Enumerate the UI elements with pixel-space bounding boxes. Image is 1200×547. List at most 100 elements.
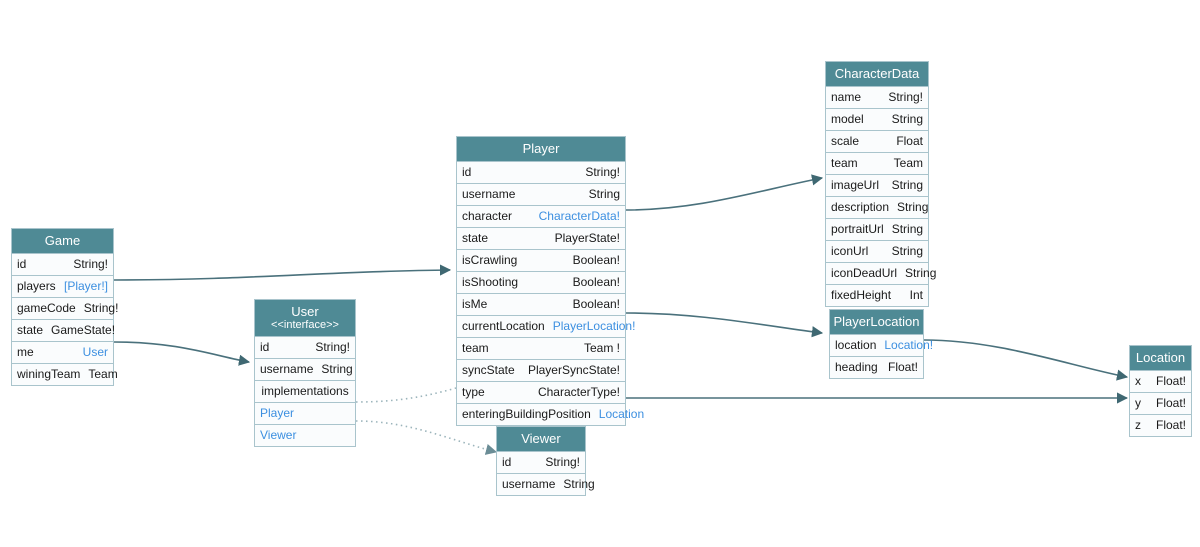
field-type: String! <box>83 301 119 315</box>
field-type: String! <box>315 340 350 354</box>
field-name: isMe <box>462 297 488 311</box>
field-name: me <box>17 345 34 359</box>
table-row[interactable]: name String! <box>826 87 928 109</box>
field-type[interactable]: [Player!] <box>63 279 108 293</box>
entity-user[interactable]: User <<interface>> id String! username S… <box>254 299 356 447</box>
table-row[interactable]: heading Float! <box>830 357 923 378</box>
table-row[interactable]: id String! <box>497 452 585 474</box>
table-row[interactable]: id String! <box>255 337 355 359</box>
table-row[interactable]: model String <box>826 109 928 131</box>
table-row[interactable]: players [Player!] <box>12 276 113 298</box>
field-name: y <box>1135 396 1141 410</box>
field-name: syncState <box>462 363 515 377</box>
entity-user-name: User <box>291 304 319 319</box>
field-name: players <box>17 279 56 293</box>
field-name: portraitUrl <box>831 222 884 236</box>
field-type: PlayerSyncState! <box>527 363 620 377</box>
entity-player-title: Player <box>457 137 625 162</box>
table-row[interactable]: gameCode String! <box>12 298 118 320</box>
field-type[interactable]: Location! <box>884 338 934 352</box>
table-row[interactable]: username String <box>497 474 595 495</box>
field-type: Float! <box>1155 418 1186 432</box>
table-row[interactable]: currentLocation PlayerLocation! <box>457 316 635 338</box>
entity-viewer[interactable]: Viewer id String! username String <box>496 426 595 496</box>
table-row[interactable]: team Team <box>826 153 928 175</box>
field-name: enteringBuildingPosition <box>462 407 591 421</box>
field-type: Team <box>88 367 118 381</box>
entity-character-data-title: CharacterData <box>826 62 928 87</box>
table-row[interactable]: x Float! <box>1130 371 1191 393</box>
implementation-item-viewer[interactable]: Viewer <box>255 425 355 446</box>
table-row[interactable]: me User <box>12 342 113 364</box>
table-row[interactable]: character CharacterData! <box>457 206 625 228</box>
field-type: String! <box>888 90 923 104</box>
table-row[interactable]: syncState PlayerSyncState! <box>457 360 625 382</box>
edge-user-implements-player <box>355 383 471 403</box>
implementation-name[interactable]: Player <box>260 406 295 420</box>
field-type: String! <box>585 165 620 179</box>
implementation-item-player[interactable]: Player <box>255 403 355 425</box>
table-row[interactable]: portraitUrl String <box>826 219 928 241</box>
entity-character-data[interactable]: CharacterData name String! model String … <box>825 61 936 307</box>
field-type: String <box>891 112 923 126</box>
entity-player-location[interactable]: PlayerLocation location Location! headin… <box>829 309 933 379</box>
field-type: Float! <box>1155 374 1186 388</box>
table-row[interactable]: description String <box>826 197 928 219</box>
field-name: id <box>462 165 472 179</box>
table-row[interactable]: isCrawling Boolean! <box>457 250 625 272</box>
field-name: name <box>831 90 862 104</box>
table-row[interactable]: iconDeadUrl String <box>826 263 936 285</box>
field-type: PlayerState! <box>554 231 620 245</box>
entity-location-title: Location <box>1130 346 1191 371</box>
table-row[interactable]: isShooting Boolean! <box>457 272 625 294</box>
field-name: x <box>1135 374 1141 388</box>
entity-game[interactable]: Game id String! players [Player!] gameCo… <box>11 228 118 386</box>
field-name: heading <box>835 360 878 374</box>
field-type[interactable]: PlayerLocation! <box>552 319 636 333</box>
table-row[interactable]: isMe Boolean! <box>457 294 625 316</box>
table-row[interactable]: state PlayerState! <box>457 228 625 250</box>
field-name: scale <box>831 134 860 148</box>
field-name: fixedHeight <box>831 288 892 302</box>
implementation-name[interactable]: Viewer <box>260 428 297 442</box>
field-name: iconDeadUrl <box>831 266 898 280</box>
field-type: Float! <box>887 360 918 374</box>
field-name: id <box>260 340 270 354</box>
field-type: Boolean! <box>572 253 620 267</box>
table-row[interactable]: state GameState! <box>12 320 116 342</box>
table-row[interactable]: location Location! <box>830 335 933 357</box>
field-type: GameState! <box>51 323 116 337</box>
table-row[interactable]: y Float! <box>1130 393 1191 415</box>
entity-player[interactable]: Player id String! username String charac… <box>456 136 644 426</box>
table-row[interactable]: imageUrl String <box>826 175 928 197</box>
field-type: String <box>321 362 353 376</box>
field-type[interactable]: User <box>82 345 108 359</box>
field-type: Boolean! <box>572 297 620 311</box>
entity-location[interactable]: Location x Float! y Float! z Float! <box>1129 345 1192 437</box>
field-name: gameCode <box>17 301 76 315</box>
table-row[interactable]: fixedHeight Int <box>826 285 928 306</box>
field-type: String <box>905 266 937 280</box>
table-row[interactable]: winingTeam Team <box>12 364 118 385</box>
entity-game-title: Game <box>12 229 113 254</box>
field-type: String <box>588 187 620 201</box>
table-row[interactable]: scale Float <box>826 131 928 153</box>
table-row[interactable]: username String <box>255 359 355 381</box>
field-type[interactable]: Location <box>598 407 645 421</box>
table-row[interactable]: username String <box>457 184 625 206</box>
table-row[interactable]: team Team ! <box>457 338 625 360</box>
field-type: Team <box>893 156 923 170</box>
field-type: Float! <box>1155 396 1186 410</box>
table-row[interactable]: type CharacterType! <box>457 382 625 404</box>
field-name: character <box>462 209 513 223</box>
table-row[interactable]: enteringBuildingPosition Location <box>457 404 644 425</box>
table-row[interactable]: iconUrl String <box>826 241 928 263</box>
field-name: team <box>462 341 489 355</box>
field-type: Boolean! <box>572 275 620 289</box>
field-name: id <box>502 455 512 469</box>
table-row[interactable]: id String! <box>457 162 625 184</box>
table-row[interactable]: id String! <box>12 254 113 276</box>
field-type[interactable]: CharacterData! <box>538 209 620 223</box>
field-name: location <box>835 338 877 352</box>
table-row[interactable]: z Float! <box>1130 415 1191 436</box>
